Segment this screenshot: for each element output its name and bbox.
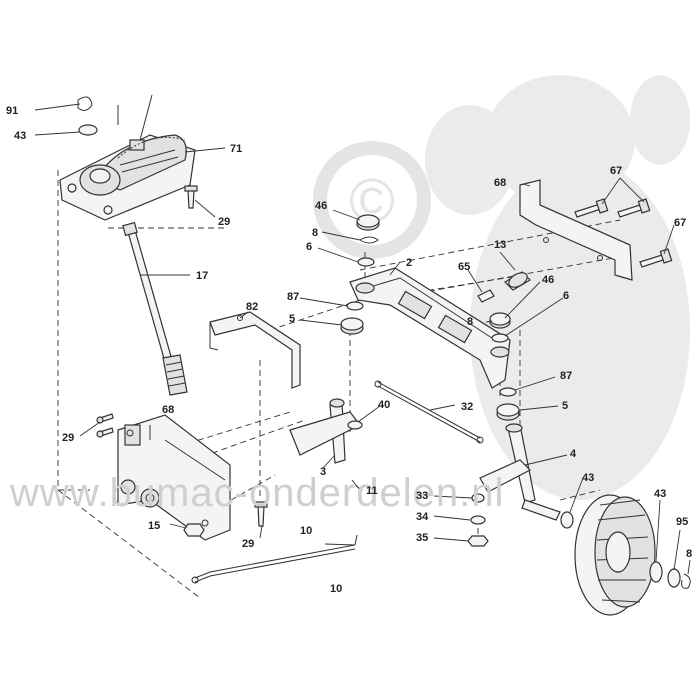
label-67: 67 bbox=[610, 165, 622, 177]
label-17: 17 bbox=[196, 270, 208, 282]
label-87: 87 bbox=[560, 370, 572, 382]
label-87: 87 bbox=[287, 291, 299, 303]
label-43: 43 bbox=[582, 472, 594, 484]
screw-29-housing bbox=[184, 185, 198, 209]
gear-quadrant-arc bbox=[117, 136, 186, 159]
label-15: 15 bbox=[148, 520, 160, 532]
label-32: 32 bbox=[461, 401, 473, 413]
label-67: 67 bbox=[674, 217, 686, 229]
label-43: 43 bbox=[654, 488, 666, 500]
label-8: 8 bbox=[686, 548, 692, 560]
front-bracket-68-right bbox=[519, 179, 633, 281]
washer-6-right bbox=[491, 333, 509, 343]
part-labels: 91 43 71 29 17 82 68 29 15 29 10 10 46 8… bbox=[6, 105, 692, 595]
bracket-82 bbox=[209, 311, 301, 389]
label-46: 46 bbox=[315, 200, 327, 212]
label-68: 68 bbox=[162, 404, 174, 416]
washer-6-left bbox=[357, 257, 375, 267]
steering-shaft bbox=[122, 221, 188, 396]
label-95: 95 bbox=[676, 516, 688, 528]
nut-15 bbox=[183, 523, 205, 537]
washer-43-wheel bbox=[649, 561, 663, 583]
cap-46-right bbox=[489, 312, 511, 329]
label-71: 71 bbox=[230, 143, 242, 155]
bolts-29-left bbox=[96, 413, 114, 438]
bushing-13 bbox=[504, 271, 531, 291]
drag-link-10 bbox=[191, 534, 358, 584]
label-29: 29 bbox=[62, 432, 74, 444]
washer-87-left bbox=[346, 301, 364, 311]
label-2: 2 bbox=[406, 257, 412, 269]
label-91: 91 bbox=[6, 105, 18, 117]
watermark-text: www.bumac-onderdelen.nl bbox=[9, 471, 504, 515]
label-3: 3 bbox=[320, 466, 326, 478]
pin-11 bbox=[351, 479, 361, 491]
leader-lines bbox=[34, 103, 691, 575]
label-10: 10 bbox=[330, 583, 342, 595]
front-wheel bbox=[574, 494, 656, 616]
front-axle-2 bbox=[349, 267, 511, 389]
pin-8-left bbox=[359, 236, 379, 244]
label-33: 33 bbox=[416, 490, 428, 502]
bushing-5-right bbox=[496, 403, 520, 421]
label-10: 10 bbox=[300, 525, 312, 537]
label-68: 68 bbox=[494, 177, 506, 189]
washer-95 bbox=[667, 568, 681, 588]
label-35: 35 bbox=[416, 532, 428, 544]
label-40: 40 bbox=[378, 399, 390, 411]
cap-46-left bbox=[356, 214, 380, 231]
washer-43-spindle bbox=[560, 511, 574, 529]
label-4: 4 bbox=[570, 448, 577, 460]
nut-35 bbox=[467, 535, 489, 547]
label-8: 8 bbox=[312, 227, 318, 239]
washer-87-right bbox=[499, 387, 517, 397]
steering-plate-68-left bbox=[117, 414, 231, 541]
washer-34 bbox=[470, 515, 486, 525]
screw-29-lower bbox=[254, 501, 268, 527]
spindle-4 bbox=[479, 423, 561, 521]
label-8: 8 bbox=[467, 316, 473, 328]
label-5: 5 bbox=[289, 313, 295, 325]
label-5: 5 bbox=[562, 400, 568, 412]
spindle-3 bbox=[289, 398, 361, 464]
pin-top bbox=[117, 94, 153, 141]
steering-gear-housing bbox=[59, 134, 196, 221]
label-13: 13 bbox=[494, 239, 506, 251]
label-29: 29 bbox=[242, 538, 254, 550]
clip-91 bbox=[77, 96, 93, 111]
label-11: 11 bbox=[366, 485, 378, 497]
label-43: 43 bbox=[14, 130, 26, 142]
tie-rod-32 bbox=[374, 380, 484, 444]
bolts-67 bbox=[574, 198, 673, 268]
watermark-mascot bbox=[425, 75, 690, 500]
washer-43-top bbox=[78, 124, 98, 136]
watermark-copyright-icon: © bbox=[313, 141, 431, 259]
label-6: 6 bbox=[563, 290, 569, 302]
pin-65 bbox=[477, 289, 495, 303]
washer-40 bbox=[347, 420, 363, 430]
label-65: 65 bbox=[458, 261, 470, 273]
label-82: 82 bbox=[246, 301, 258, 313]
label-6: 6 bbox=[306, 241, 312, 253]
label-34: 34 bbox=[416, 511, 429, 523]
label-29: 29 bbox=[218, 216, 230, 228]
bushing-5-left bbox=[340, 317, 364, 335]
clip-8-wheel bbox=[681, 573, 691, 589]
label-46: 46 bbox=[542, 274, 554, 286]
